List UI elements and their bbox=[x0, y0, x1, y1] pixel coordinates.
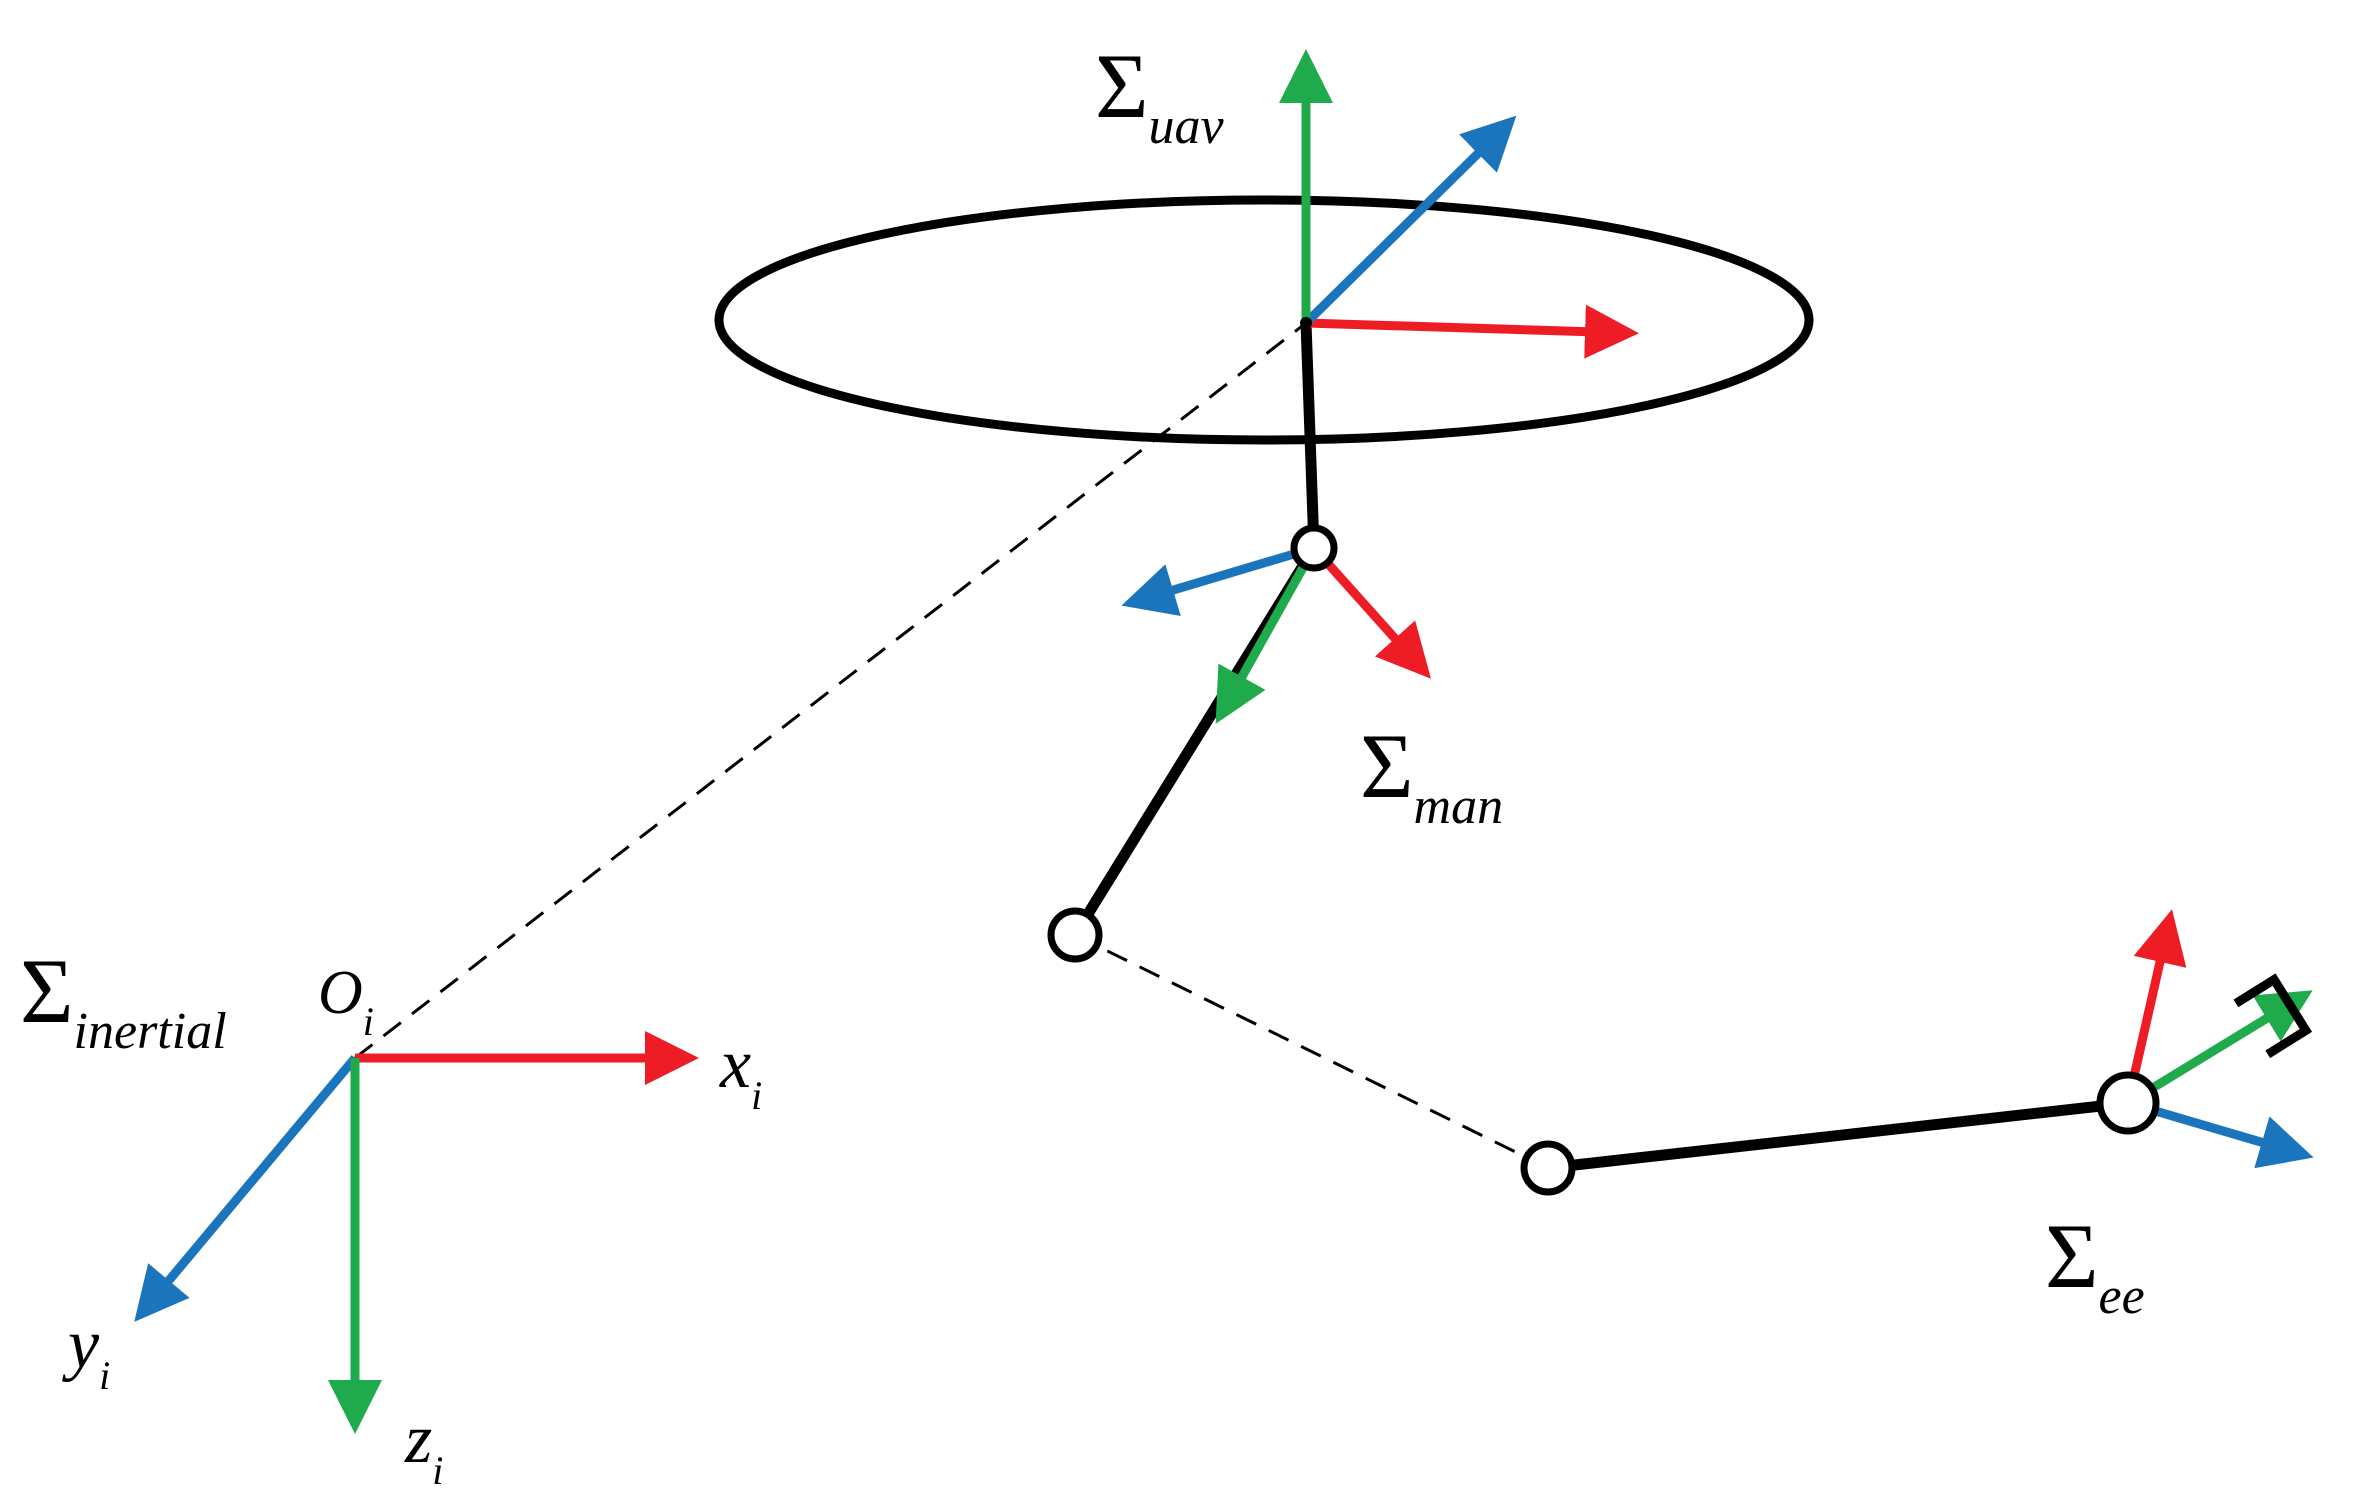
uav-mast-link bbox=[1300, 322, 1320, 549]
y-subscript: i bbox=[99, 1353, 111, 1398]
inertial-y-axis-arrow bbox=[134, 1055, 359, 1322]
dashed-line-joint2-to-joint3 bbox=[1074, 933, 1549, 1170]
label-sigma-man: Σman bbox=[1360, 720, 1503, 833]
rotor-disk bbox=[714, 195, 1814, 445]
ee-x-axis-arrow bbox=[2123, 909, 2187, 1104]
x-subscript: i bbox=[751, 1073, 763, 1118]
label-sigma-ee: Σee bbox=[2045, 1210, 2145, 1323]
man-y-axis-arrow bbox=[1121, 543, 1316, 616]
man-x-axis-arrow bbox=[1310, 544, 1432, 679]
label-z-axis: zi bbox=[405, 1405, 443, 1491]
uav-x-axis-arrow bbox=[1305, 304, 1639, 359]
manipulator-link-3 bbox=[1547, 1097, 2129, 1174]
sigma-symbol: Σ bbox=[1095, 35, 1149, 137]
uav-y-axis-arrow bbox=[1302, 115, 1517, 327]
gripper-icon bbox=[2233, 973, 2313, 1059]
label-x-axis: xi bbox=[720, 1030, 762, 1116]
manipulator-frame bbox=[1121, 543, 1432, 724]
subscript-uav: uav bbox=[1148, 98, 1224, 155]
end-effector-joint-circle bbox=[2096, 1071, 2160, 1135]
label-sigma-uav: Σuav bbox=[1095, 40, 1224, 153]
x-letter: x bbox=[720, 1026, 752, 1103]
sigma-symbol: Σ bbox=[1360, 715, 1414, 817]
label-origin: Oi bbox=[318, 959, 374, 1042]
subscript-ee: ee bbox=[2098, 1268, 2145, 1325]
sigma-symbol: Σ bbox=[20, 940, 74, 1042]
origin-subscript: i bbox=[362, 999, 374, 1044]
joint-2-circle bbox=[1047, 907, 1103, 963]
joint-1-circle bbox=[1290, 524, 1338, 572]
subscript-man: man bbox=[1413, 778, 1504, 835]
label-sigma-inertial: Σinertial bbox=[20, 945, 227, 1058]
z-subscript: i bbox=[432, 1448, 444, 1493]
man-z-axis-arrow bbox=[1215, 545, 1318, 724]
subscript-inertial: inertial bbox=[73, 1003, 227, 1060]
sigma-symbol: Σ bbox=[2045, 1205, 2099, 1307]
z-letter: z bbox=[405, 1401, 433, 1478]
origin-letter: O bbox=[318, 959, 363, 1027]
dashed-line-origin-to-uav bbox=[354, 321, 1307, 1060]
y-letter: y bbox=[68, 1306, 100, 1383]
uav-frame bbox=[1279, 49, 1639, 359]
joint-3-circle bbox=[1520, 1140, 1576, 1196]
label-y-axis: yi bbox=[68, 1310, 110, 1396]
ee-z-axis-arrow bbox=[2125, 990, 2313, 1107]
uav-frame-origin-dot bbox=[1300, 317, 1312, 329]
inertial-frame bbox=[134, 1031, 699, 1434]
